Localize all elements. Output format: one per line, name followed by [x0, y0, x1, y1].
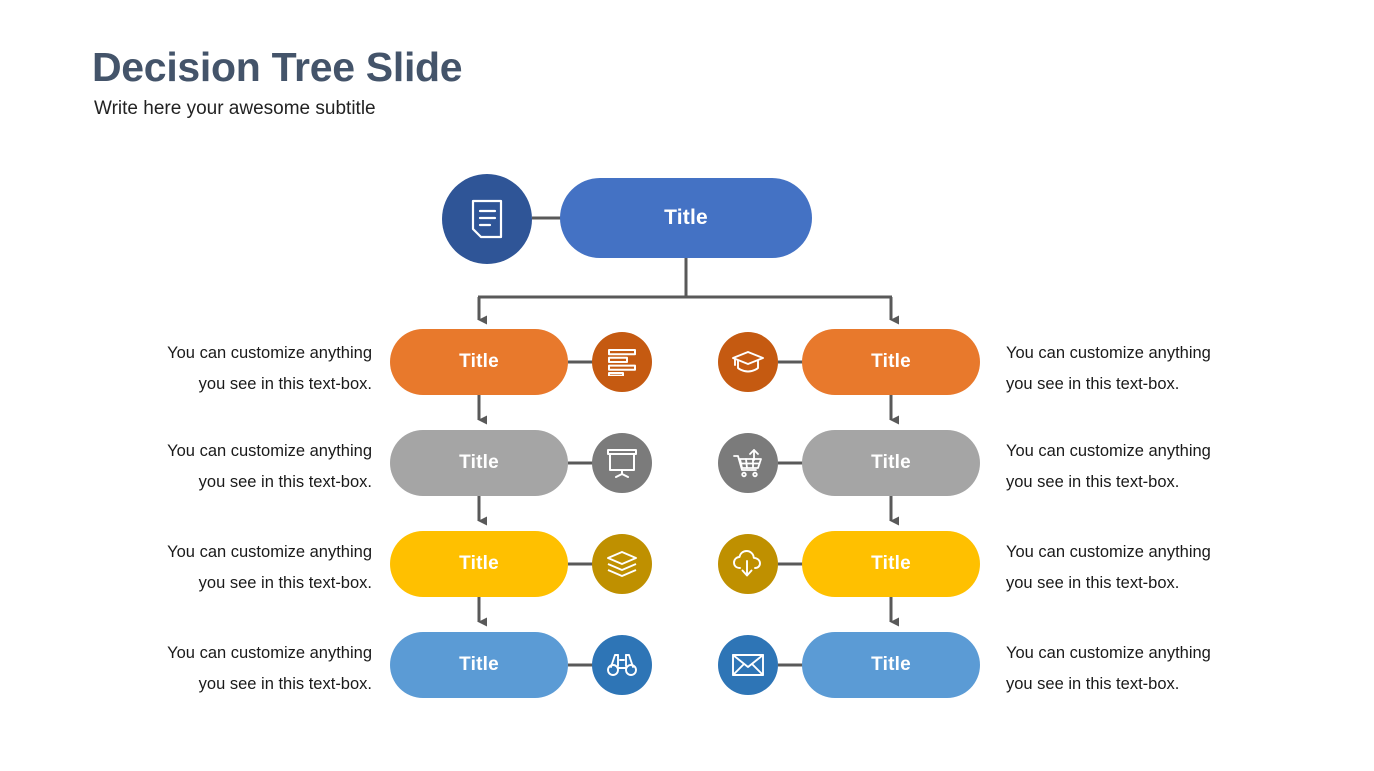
page-title: Decision Tree Slide — [92, 44, 463, 90]
right-icon-circle-2[interactable] — [718, 433, 778, 493]
cloud-download-icon — [732, 549, 764, 579]
left-text-2: You can customize anything you see in th… — [167, 442, 372, 491]
left-text-4: You can customize anything you see in th… — [167, 644, 372, 693]
presentation-icon — [606, 448, 638, 478]
left-node-1-label: Title — [459, 351, 499, 372]
right-node-3-label: Title — [871, 553, 911, 574]
right-node-1[interactable]: Title — [802, 329, 980, 395]
right-text-1: You can customize anything you see in th… — [1006, 344, 1211, 393]
right-node-4-label: Title — [871, 654, 911, 675]
root-icon-circle[interactable] — [442, 174, 532, 264]
right-node-2-label: Title — [871, 452, 911, 473]
graduation-cap-icon — [732, 349, 764, 375]
right-node-4[interactable]: Title — [802, 632, 980, 698]
left-text-3: You can customize anything you see in th… — [167, 543, 372, 592]
left-node-4-label: Title — [459, 654, 499, 675]
left-icon-circle-2[interactable] — [592, 433, 652, 493]
left-icon-circle-4[interactable] — [592, 635, 652, 695]
shopping-cart-icon — [732, 448, 764, 478]
text-align-icon — [607, 348, 637, 376]
left-icon-circle-3[interactable] — [592, 534, 652, 594]
right-node-1-label: Title — [871, 351, 911, 372]
left-node-2[interactable]: Title — [390, 430, 568, 496]
left-node-3[interactable]: Title — [390, 531, 568, 597]
left-node-2-label: Title — [459, 452, 499, 473]
right-text-2: You can customize anything you see in th… — [1006, 442, 1211, 491]
right-node-3[interactable]: Title — [802, 531, 980, 597]
page-subtitle: Write here your awesome subtitle — [94, 98, 376, 119]
root-node[interactable]: Title — [560, 178, 812, 258]
right-node-2[interactable]: Title — [802, 430, 980, 496]
document-icon — [469, 199, 505, 239]
right-text-4: You can customize anything you see in th… — [1006, 644, 1211, 693]
right-icon-circle-1[interactable] — [718, 332, 778, 392]
left-icon-circle-1[interactable] — [592, 332, 652, 392]
right-text-3: You can customize anything you see in th… — [1006, 543, 1211, 592]
left-node-1[interactable]: Title — [390, 329, 568, 395]
right-icon-circle-4[interactable] — [718, 635, 778, 695]
binoculars-icon — [606, 651, 638, 679]
layers-icon — [606, 550, 638, 578]
left-node-3-label: Title — [459, 553, 499, 574]
envelope-icon — [731, 652, 765, 678]
left-node-4[interactable]: Title — [390, 632, 568, 698]
root-node-label: Title — [664, 206, 708, 229]
right-icon-circle-3[interactable] — [718, 534, 778, 594]
left-text-1: You can customize anything you see in th… — [167, 344, 372, 393]
